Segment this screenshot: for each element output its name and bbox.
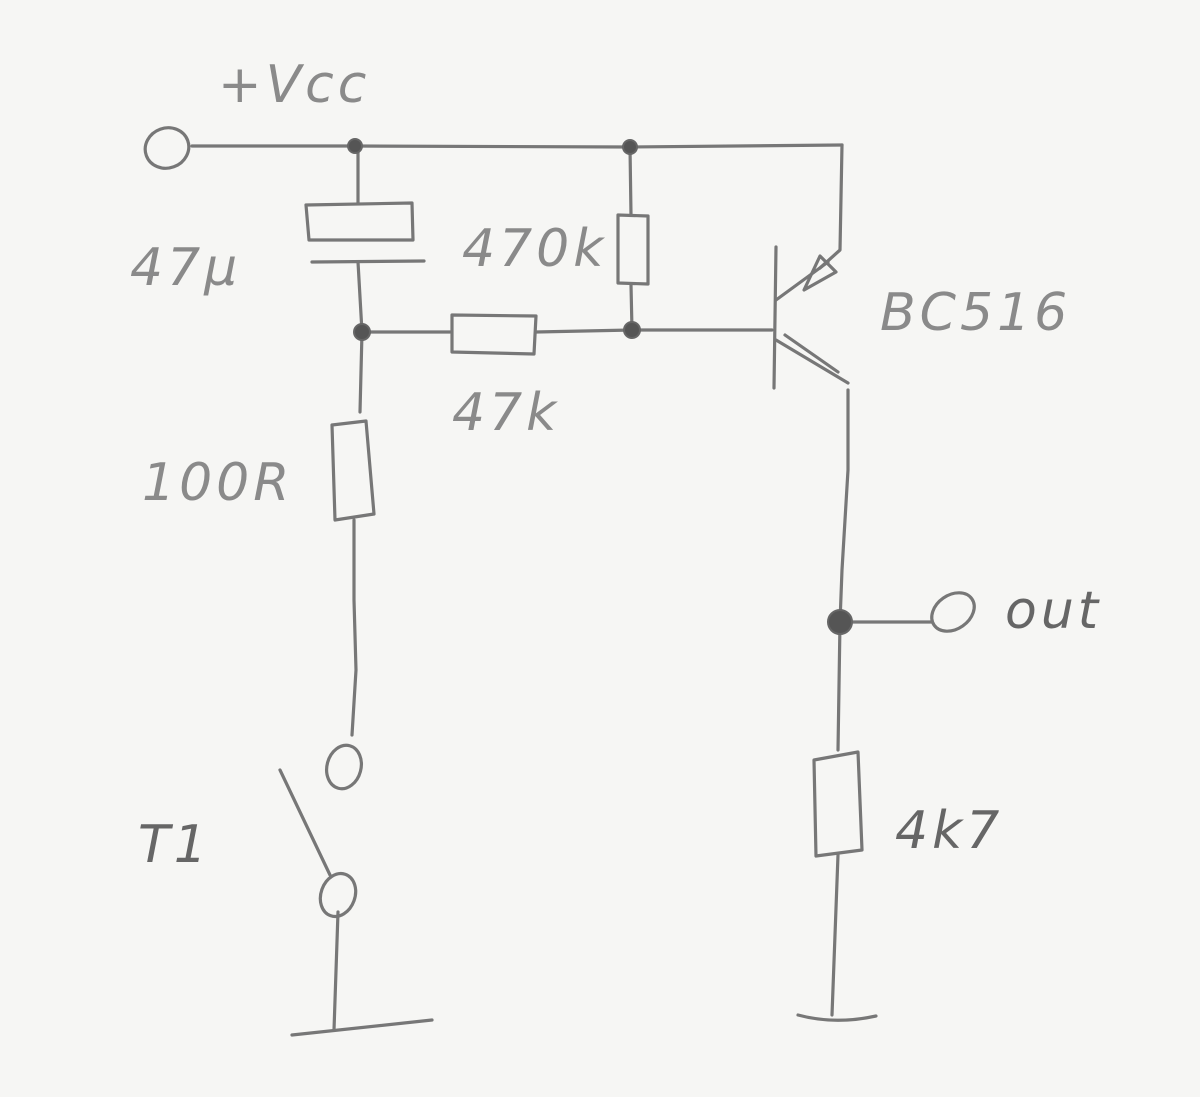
output-label: out bbox=[1005, 581, 1102, 641]
resistor-100r bbox=[330, 419, 376, 522]
capacitor-47u bbox=[304, 201, 426, 264]
resistor-4k7-label: 4k7 bbox=[895, 801, 1003, 861]
vcc-rail bbox=[190, 143, 844, 149]
collector-wire bbox=[838, 388, 850, 624]
output-terminal bbox=[930, 591, 976, 633]
ground-symbol-right bbox=[796, 1013, 878, 1022]
switch-ground-lead bbox=[332, 910, 340, 1032]
r4k7-top-lead bbox=[836, 620, 842, 752]
vcc-terminal bbox=[143, 126, 191, 170]
transistor-label: BC516 bbox=[880, 283, 1071, 343]
capacitor-value-label: 47µ bbox=[130, 238, 241, 298]
junction-dot bbox=[827, 609, 853, 635]
r4k7-bottom-lead bbox=[830, 853, 840, 1017]
resistor-470k bbox=[616, 213, 650, 286]
emitter-feed-wire bbox=[818, 143, 844, 270]
junction-dots bbox=[347, 138, 853, 635]
resistor-470k-label: 470k bbox=[462, 219, 607, 279]
resistor-4k7 bbox=[812, 750, 864, 858]
r100-bottom-lead bbox=[350, 518, 358, 737]
r470k-top-lead bbox=[628, 145, 633, 217]
ground-symbol-left bbox=[290, 1018, 434, 1037]
resistor-100r-label: 100R bbox=[142, 453, 293, 513]
switch-top-contact bbox=[325, 743, 363, 791]
junction-dot bbox=[623, 321, 641, 339]
junction-dot bbox=[347, 138, 363, 154]
transistor-bc516-symbol bbox=[772, 245, 850, 390]
switch-lever bbox=[278, 768, 332, 877]
resistor-47k-label: 47k bbox=[452, 383, 560, 443]
switch-t1 bbox=[278, 743, 363, 919]
switch-label: T1 bbox=[138, 815, 211, 875]
resistor-47k bbox=[450, 313, 538, 356]
component-labels: +Vcc 47µ 470k 47k 100R BC516 out T1 4k7 bbox=[130, 55, 1102, 875]
vcc-label: +Vcc bbox=[218, 55, 370, 115]
base-bus-wire bbox=[360, 328, 774, 334]
switch-bottom-contact bbox=[318, 871, 358, 919]
junction-dot bbox=[353, 323, 371, 341]
junction-dot bbox=[622, 139, 638, 155]
